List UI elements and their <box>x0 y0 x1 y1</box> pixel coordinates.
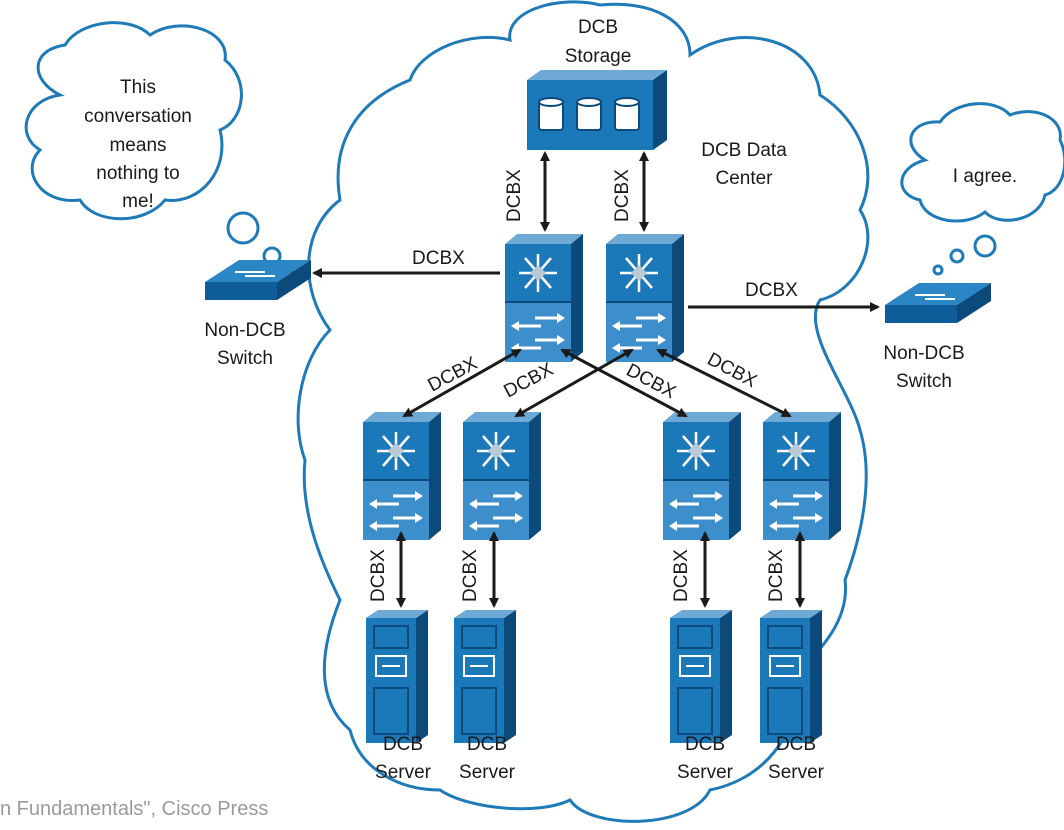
dcbx-label-storage-left: DCBX <box>504 169 525 222</box>
access-switch-1-icon <box>361 410 443 542</box>
arrow-core-left-access-1 <box>402 348 522 418</box>
right-non-dcb-switch-icon <box>884 282 992 324</box>
left-thought-line-3: means <box>109 135 166 156</box>
left-switch-label-2: Switch <box>217 348 273 369</box>
server-1-icon <box>365 609 429 744</box>
data-center-label-2: Center <box>715 168 773 189</box>
server-3-label-1: DCB <box>685 734 725 755</box>
right-thought-cloud-icon <box>900 102 1064 276</box>
access-switch-2-icon <box>461 410 543 542</box>
server-1-label-2: Server <box>375 762 432 783</box>
core-switch-left-icon <box>503 232 585 364</box>
dcbx-label-server-4: DCBX <box>766 549 787 602</box>
server-2-label-2: Server <box>459 762 516 783</box>
server-4-icon <box>759 609 823 744</box>
right-thought-text: I agree. <box>953 166 1017 187</box>
server-1-label-1: DCB <box>383 734 423 755</box>
data-center-cloud <box>296 0 870 823</box>
storage-label-1: DCB <box>578 17 618 38</box>
dcbx-label-server-3: DCBX <box>671 549 692 602</box>
data-center-label-1: DCB Data <box>701 140 787 161</box>
server-3-icon <box>669 609 733 744</box>
dcbx-label-storage-right: DCBX <box>612 169 633 222</box>
left-thought-line-2: conversation <box>84 106 192 127</box>
left-switch-label-1: Non-DCB <box>204 320 285 341</box>
dcbx-label-server-2: DCBX <box>460 549 481 602</box>
server-4-label-1: DCB <box>776 734 816 755</box>
source-caption: n Fundamentals", Cisco Press <box>0 798 269 820</box>
left-thought-line-5: me! <box>122 191 154 212</box>
left-thought-line-1: This <box>120 77 156 98</box>
core-switch-right-icon <box>604 232 686 364</box>
storage-label-2: Storage <box>565 46 632 67</box>
access-switch-4-icon <box>761 410 843 542</box>
left-non-dcb-switch-icon <box>204 259 312 301</box>
storage-array-icon <box>527 70 667 150</box>
right-switch-label-1: Non-DCB <box>883 343 964 364</box>
right-switch-label-2: Switch <box>896 371 952 392</box>
dcbx-label-server-1: DCBX <box>368 549 389 602</box>
left-thought-line-4: nothing to <box>96 163 179 184</box>
dcbx-label-right-switch: DCBX <box>745 280 798 301</box>
dcbx-label-left-switch: DCBX <box>412 248 465 269</box>
server-4-label-2: Server <box>768 762 825 783</box>
server-3-label-2: Server <box>677 762 734 783</box>
server-2-icon <box>453 609 517 744</box>
arrow-core-right-access-4 <box>656 348 792 418</box>
server-2-label-1: DCB <box>467 734 507 755</box>
access-switch-3-icon <box>661 410 743 542</box>
